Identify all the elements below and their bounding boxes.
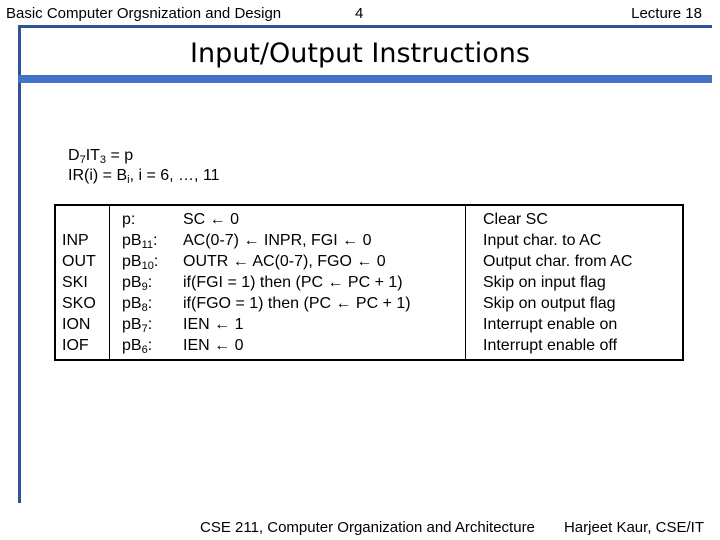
lecture-label: Lecture 18: [631, 5, 702, 22]
table-divider-2: [465, 206, 466, 359]
symbol-column: INP OUT SKI SKO ION IOF: [62, 209, 96, 356]
operation-column: SC ← 0 AC(0-7) ← INPR, FGI ← 0 OUTR ← AC(0…: [183, 209, 411, 356]
frame-top-border: [18, 25, 712, 28]
micro-operation: IEN ← 0: [183, 337, 244, 354]
intro-line-2: IR(i) = Bi, i = 6, …, 11: [68, 167, 220, 186]
instruction-condition: pB8:: [122, 293, 158, 314]
course-title: Basic Computer Orgsnization and Design: [6, 5, 282, 22]
micro-operation: OUTR ← AC(0-7), FGO ← 0: [183, 253, 386, 270]
micro-operation: if(FGI = 1) then (PC ← PC + 1): [183, 274, 403, 291]
instruction-description: Input char. to AC: [483, 232, 602, 249]
table-divider-1: [109, 206, 110, 359]
instruction-symbol: ION: [62, 316, 91, 333]
instruction-symbol: [62, 209, 96, 230]
micro-operation: IEN ← 1: [183, 316, 244, 333]
instruction-description: Interrupt enable on: [483, 316, 618, 333]
footer-author: Harjeet Kaur, CSE/IT: [563, 519, 704, 536]
condition-text: pB: [122, 295, 142, 312]
condition-text: p: [122, 211, 131, 228]
instruction-condition: pB11:: [122, 230, 158, 251]
condition-colon: :: [147, 295, 153, 312]
footer-course: CSE 211, Computer Organization and Archi…: [200, 519, 535, 536]
instruction-symbol: SKI: [62, 274, 88, 291]
condition-subscript: 10: [141, 260, 154, 272]
condition-text: pB: [122, 232, 142, 249]
micro-operation: if(FGO = 1) then (PC ← PC + 1): [183, 295, 411, 312]
intro-block: D7IT3 = p IR(i) = Bi, i = 6, …, 11: [68, 146, 220, 186]
condition-text: pB: [122, 274, 142, 291]
intro-line-1: D7IT3 = p: [68, 147, 134, 166]
instruction-description: Clear SC: [483, 211, 548, 228]
instruction-condition: pB7:: [122, 314, 158, 335]
instruction-symbol: OUT: [62, 253, 96, 270]
condition-column: p:pB11:pB10:pB9:pB8:pB7:pB6:: [122, 209, 158, 356]
instruction-condition: pB10:: [122, 251, 158, 272]
condition-subscript: 11: [141, 239, 153, 251]
condition-subscript: 8: [141, 302, 148, 314]
condition-subscript: 9: [141, 281, 148, 293]
description-column: Clear SC Input char. to AC Output char. fr…: [483, 209, 632, 356]
micro-operation: SC ← 0: [183, 211, 240, 228]
condition-colon: :: [147, 316, 153, 333]
condition-colon: :: [153, 253, 159, 270]
page-number: 4: [355, 5, 364, 22]
instruction-description: Skip on input flag: [483, 274, 606, 291]
condition-text: pB: [122, 337, 142, 354]
instruction-condition: pB9:: [122, 272, 158, 293]
instruction-condition: pB6:: [122, 335, 158, 356]
instruction-description: Interrupt enable off: [483, 337, 618, 354]
condition-colon: :: [147, 337, 153, 354]
frame-left-border: [18, 25, 21, 503]
condition-colon: :: [153, 232, 158, 249]
slide-title: Input/Output Instructions: [190, 38, 530, 69]
instruction-symbol: INP: [62, 232, 89, 249]
condition-text: pB: [122, 253, 142, 270]
condition-subscript: 7: [141, 323, 148, 335]
instruction-description: Skip on output flag: [483, 295, 616, 312]
micro-operation: AC(0-7) ← INPR, FGI ← 0: [183, 232, 372, 249]
condition-colon: :: [130, 211, 136, 228]
instruction-symbol: IOF: [62, 337, 89, 354]
condition-colon: :: [147, 274, 153, 291]
condition-subscript: 6: [141, 344, 148, 356]
instruction-condition: p:: [122, 209, 158, 230]
instruction-description: Output char. from AC: [483, 253, 633, 270]
title-underline-bar: [18, 75, 712, 83]
instruction-symbol: SKO: [62, 295, 96, 312]
condition-text: pB: [122, 316, 142, 333]
